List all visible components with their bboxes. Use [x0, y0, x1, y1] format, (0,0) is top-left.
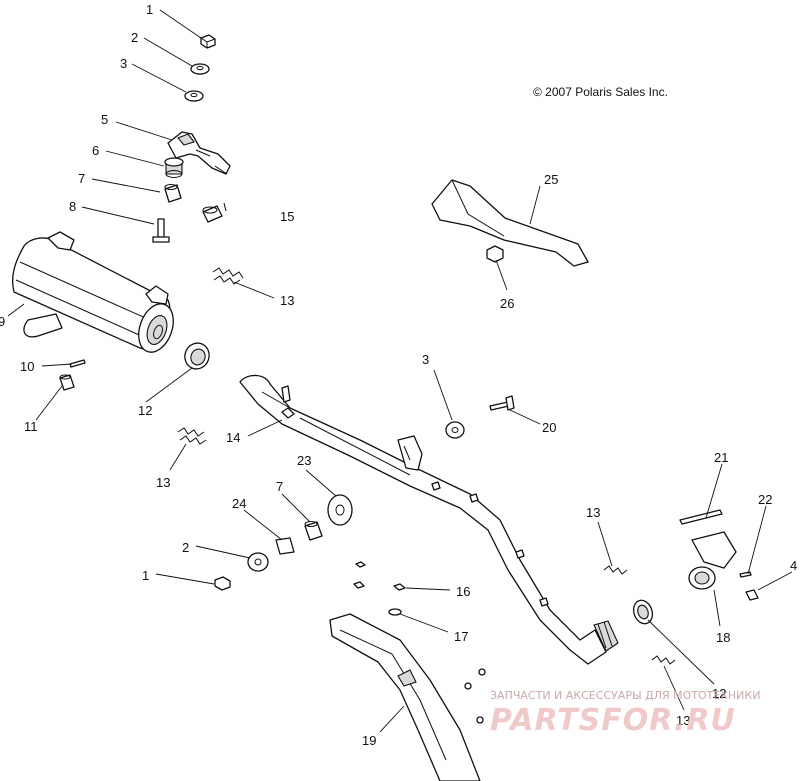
callout-label: 7 — [276, 479, 283, 494]
callout-label: 20 — [542, 420, 556, 435]
grommet-23 — [327, 494, 353, 526]
callout-label: 19 — [362, 733, 376, 748]
callout-label: 18 — [716, 630, 730, 645]
spacer-sleeve-lower — [304, 521, 323, 541]
callout-label: 13 — [280, 293, 294, 308]
nut-16 — [393, 583, 406, 591]
callout-label: 26 — [500, 296, 514, 311]
callout-label: 6 — [92, 143, 99, 158]
washer-17 — [388, 608, 402, 616]
callout-label: 2 — [131, 30, 138, 45]
header-pipe — [239, 374, 619, 665]
callout-label: 1 — [142, 568, 149, 583]
washer-top — [190, 63, 210, 75]
bolt-8 — [152, 218, 170, 243]
spring-13-right — [603, 565, 628, 575]
callout-label: 23 — [297, 453, 311, 468]
heat-shield-19 — [329, 613, 481, 781]
callout-label: 14 — [226, 430, 240, 445]
callout-label: 12 — [712, 686, 726, 701]
heat-shield-25 — [431, 179, 589, 267]
muffler — [11, 231, 174, 353]
small-nut-b — [353, 581, 365, 589]
callout-label: 25 — [544, 172, 558, 187]
spring-13-lower-right — [651, 655, 676, 665]
bushing-24 — [275, 537, 295, 555]
callout-label: 3 — [120, 56, 127, 71]
nut-top — [200, 34, 216, 49]
watermark-tagline: ЗАПЧАСТИ И АКСЕССУАРЫ ДЛЯ МОТОТЕХНИКИ — [490, 689, 760, 702]
watermark: ЗАПЧАСТИ И АКСЕССУАРЫ ДЛЯ МОТОТЕХНИКИ PA… — [490, 689, 760, 738]
callout-label: 21 — [714, 450, 728, 465]
callout-label: 16 — [456, 584, 470, 599]
callout-label: 12 — [138, 403, 152, 418]
spacer-sleeve-top — [164, 184, 182, 203]
watermark-site: PARTSFOR.RU — [490, 703, 736, 738]
callout-label: 13 — [676, 713, 690, 728]
seal-ring-12-left — [184, 342, 210, 370]
bushing-15 — [202, 202, 227, 223]
copyright-text: © 2007 Polaris Sales Inc. — [533, 85, 668, 99]
gasket-21 — [679, 509, 723, 525]
callout-label: 17 — [454, 629, 468, 644]
nut-26 — [486, 245, 504, 263]
spring-13-upper — [212, 267, 244, 285]
washer-2-lower — [247, 552, 269, 572]
callout-label: 9 — [0, 314, 5, 329]
rubber-grommet — [164, 157, 184, 178]
callout-labels: 1 2 3 5 6 7 8 15 9 13 10 11 12 13 25 26 … — [0, 2, 797, 748]
callout-label: 8 — [69, 199, 76, 214]
nut-1-lower — [214, 576, 231, 591]
leader-lines — [7, 9, 793, 733]
callout-label: 11 — [24, 419, 38, 434]
callout-label: 5 — [101, 112, 108, 127]
callout-label: 2 — [182, 540, 189, 555]
bolt-20 — [489, 395, 515, 411]
callout-label: 1 — [146, 2, 153, 17]
callout-label: 13 — [586, 505, 600, 520]
flange-18 — [688, 531, 737, 590]
mount-bracket — [167, 131, 231, 175]
callout-label: 15 — [280, 209, 294, 224]
callout-label: 22 — [758, 492, 772, 507]
small-nut-a — [355, 561, 366, 568]
washer-top-2 — [184, 90, 204, 102]
nut-4 — [745, 589, 759, 601]
pin-10 — [69, 359, 86, 368]
washer-3-middle — [445, 421, 465, 439]
shield-hardware — [464, 668, 486, 724]
callout-label: 13 — [156, 475, 170, 490]
callout-label: 10 — [20, 359, 34, 374]
callout-label: 7 — [78, 171, 85, 186]
callout-label: 3 — [422, 352, 429, 367]
spring-13-middle — [177, 427, 207, 445]
seal-ring-12-right — [632, 599, 654, 625]
callout-label: 4 — [790, 558, 797, 573]
stud-22 — [739, 571, 752, 578]
bushing-11 — [59, 374, 75, 391]
callout-label: 24 — [232, 496, 246, 511]
